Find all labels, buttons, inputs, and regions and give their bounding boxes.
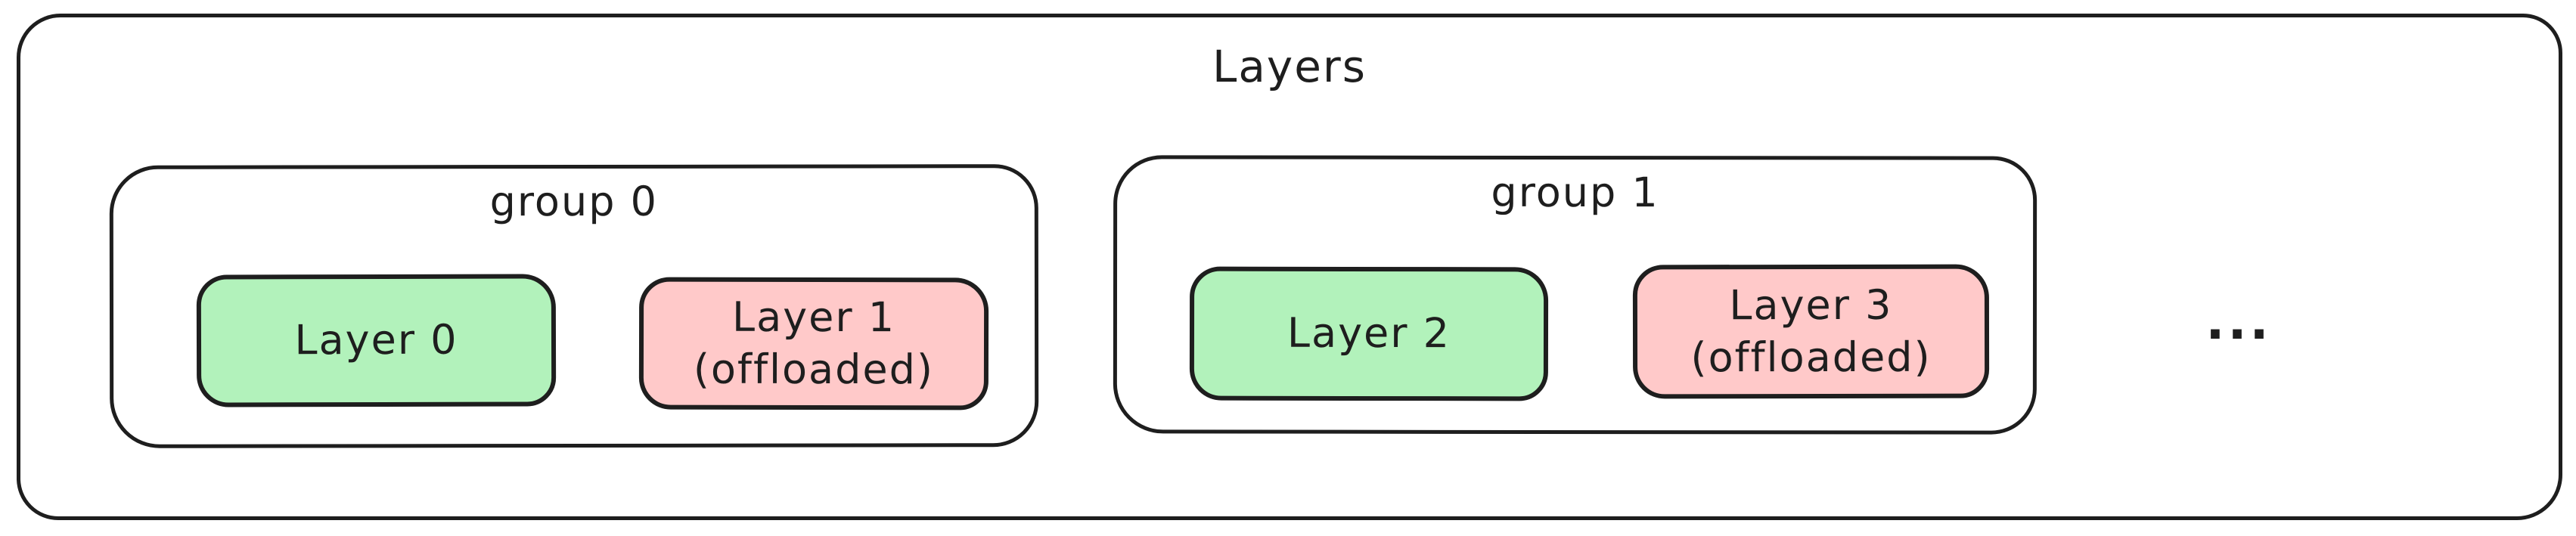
layers-container-box: Layers <box>17 14 2562 520</box>
layer-1-box: Layer 1 (offloaded) <box>638 277 989 411</box>
layer-1-label: Layer 1 <box>731 293 896 342</box>
group-0-label: group 0 <box>489 177 659 226</box>
layer-3-box: Layer 3 (offloaded) <box>1632 264 1990 399</box>
layer-0-label: Layer 0 <box>294 315 458 364</box>
layer-1-offloaded-note: (offloaded) <box>693 345 935 393</box>
layer-3-offloaded-note: (offloaded) <box>1690 333 1932 381</box>
layer-2-label: Layer 2 <box>1286 309 1451 358</box>
layer-0-box: Layer 0 <box>196 274 557 407</box>
group-1-label: group 1 <box>1491 168 1659 217</box>
layer-2-box: Layer 2 <box>1189 266 1549 401</box>
more-groups-ellipsis: ... <box>2205 293 2272 351</box>
layers-title: Layers <box>1212 41 1367 92</box>
layer-3-label: Layer 3 <box>1729 280 1893 330</box>
